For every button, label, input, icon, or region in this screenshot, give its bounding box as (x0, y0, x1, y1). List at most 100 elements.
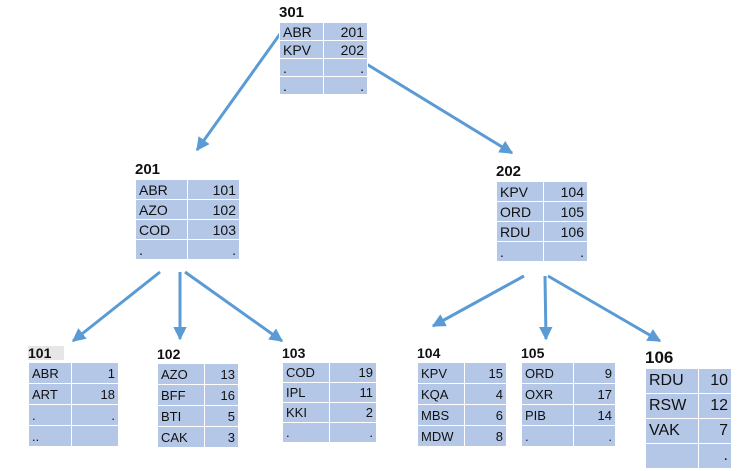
key-cell: KQA (417, 383, 465, 405)
pointer-cell: . (329, 422, 377, 443)
pointer-cell: 13 (204, 363, 239, 385)
pointer-cell: 14 (573, 404, 616, 426)
arrow-202-to-106 (547, 274, 662, 343)
key-cell: OXR (521, 383, 574, 405)
pointer-cell: . (323, 58, 368, 77)
key-cell: ART (28, 383, 72, 405)
pointer-cell: 201 (323, 22, 368, 41)
key-cell: BTI (157, 405, 205, 427)
arrow-202-to-105 (539, 275, 553, 341)
pointer-cell: . (698, 443, 732, 469)
key-cell: VAK (645, 418, 699, 444)
key-cell: RDU (645, 368, 699, 394)
key-cell: KPV (496, 181, 544, 202)
key-cell: MDW (417, 425, 465, 447)
node-title: 102 (157, 346, 181, 362)
key-cell: . (282, 422, 330, 443)
key-cell: COD (282, 362, 330, 383)
arrow-202-to-104 (431, 274, 525, 328)
arrow-201-to-103 (184, 270, 284, 343)
pointer-cell: 3 (204, 426, 239, 448)
table-row: .. (28, 425, 119, 447)
pointer-cell: 106 (543, 221, 588, 242)
node-title: 201 (135, 161, 161, 178)
key-cell: IPL (282, 382, 330, 403)
node-title: 106 (645, 348, 674, 367)
table-row: .. (279, 58, 368, 77)
node-title: 301 (279, 4, 305, 21)
pointer-cell: 10 (698, 368, 732, 394)
pointer-cell: 2 (329, 402, 377, 423)
key-cell: BFF (157, 384, 205, 406)
table-row: .. (521, 425, 616, 447)
table-row: .. (28, 404, 119, 426)
pointer-cell: 202 (323, 40, 368, 59)
key-cell: MBS (417, 404, 465, 426)
pointer-cell: . (573, 425, 616, 447)
table-row: . (645, 443, 732, 469)
key-cell: KPV (417, 362, 465, 384)
node-title: 103 (282, 345, 306, 361)
key-cell: . (279, 76, 324, 95)
key-cell: RSW (645, 393, 699, 419)
key-cell: . (28, 404, 72, 426)
key-cell: RDU (496, 221, 544, 242)
key-cell: .. (28, 425, 72, 447)
pointer-cell: 103 (187, 219, 240, 240)
key-cell: KPV (279, 40, 324, 59)
pointer-cell: 18 (71, 383, 119, 405)
key-cell: ABR (279, 22, 324, 41)
pointer-cell: . (187, 239, 240, 260)
key-cell: PIB (521, 404, 574, 426)
node-title: 101 (28, 346, 64, 360)
pointer-cell (71, 425, 119, 447)
pointer-cell: . (323, 76, 368, 95)
key-cell: AZO (135, 199, 188, 220)
key-cell: AZO (157, 363, 205, 385)
table-row: .. (135, 239, 240, 260)
key-cell: . (496, 241, 544, 262)
pointer-cell: 8 (464, 425, 507, 447)
key-cell: . (521, 425, 574, 447)
arrow-301-to-201 (195, 33, 282, 152)
key-cell (645, 443, 699, 469)
pointer-cell: 16 (204, 384, 239, 406)
table-row: .. (279, 76, 368, 95)
arrow-301-to-202 (354, 55, 514, 155)
key-cell: ORD (496, 201, 544, 222)
pointer-cell: 11 (329, 382, 377, 403)
pointer-cell: 105 (543, 201, 588, 222)
pointer-cell: . (71, 404, 119, 426)
key-cell: ORD (521, 362, 574, 384)
key-cell: . (135, 239, 188, 260)
